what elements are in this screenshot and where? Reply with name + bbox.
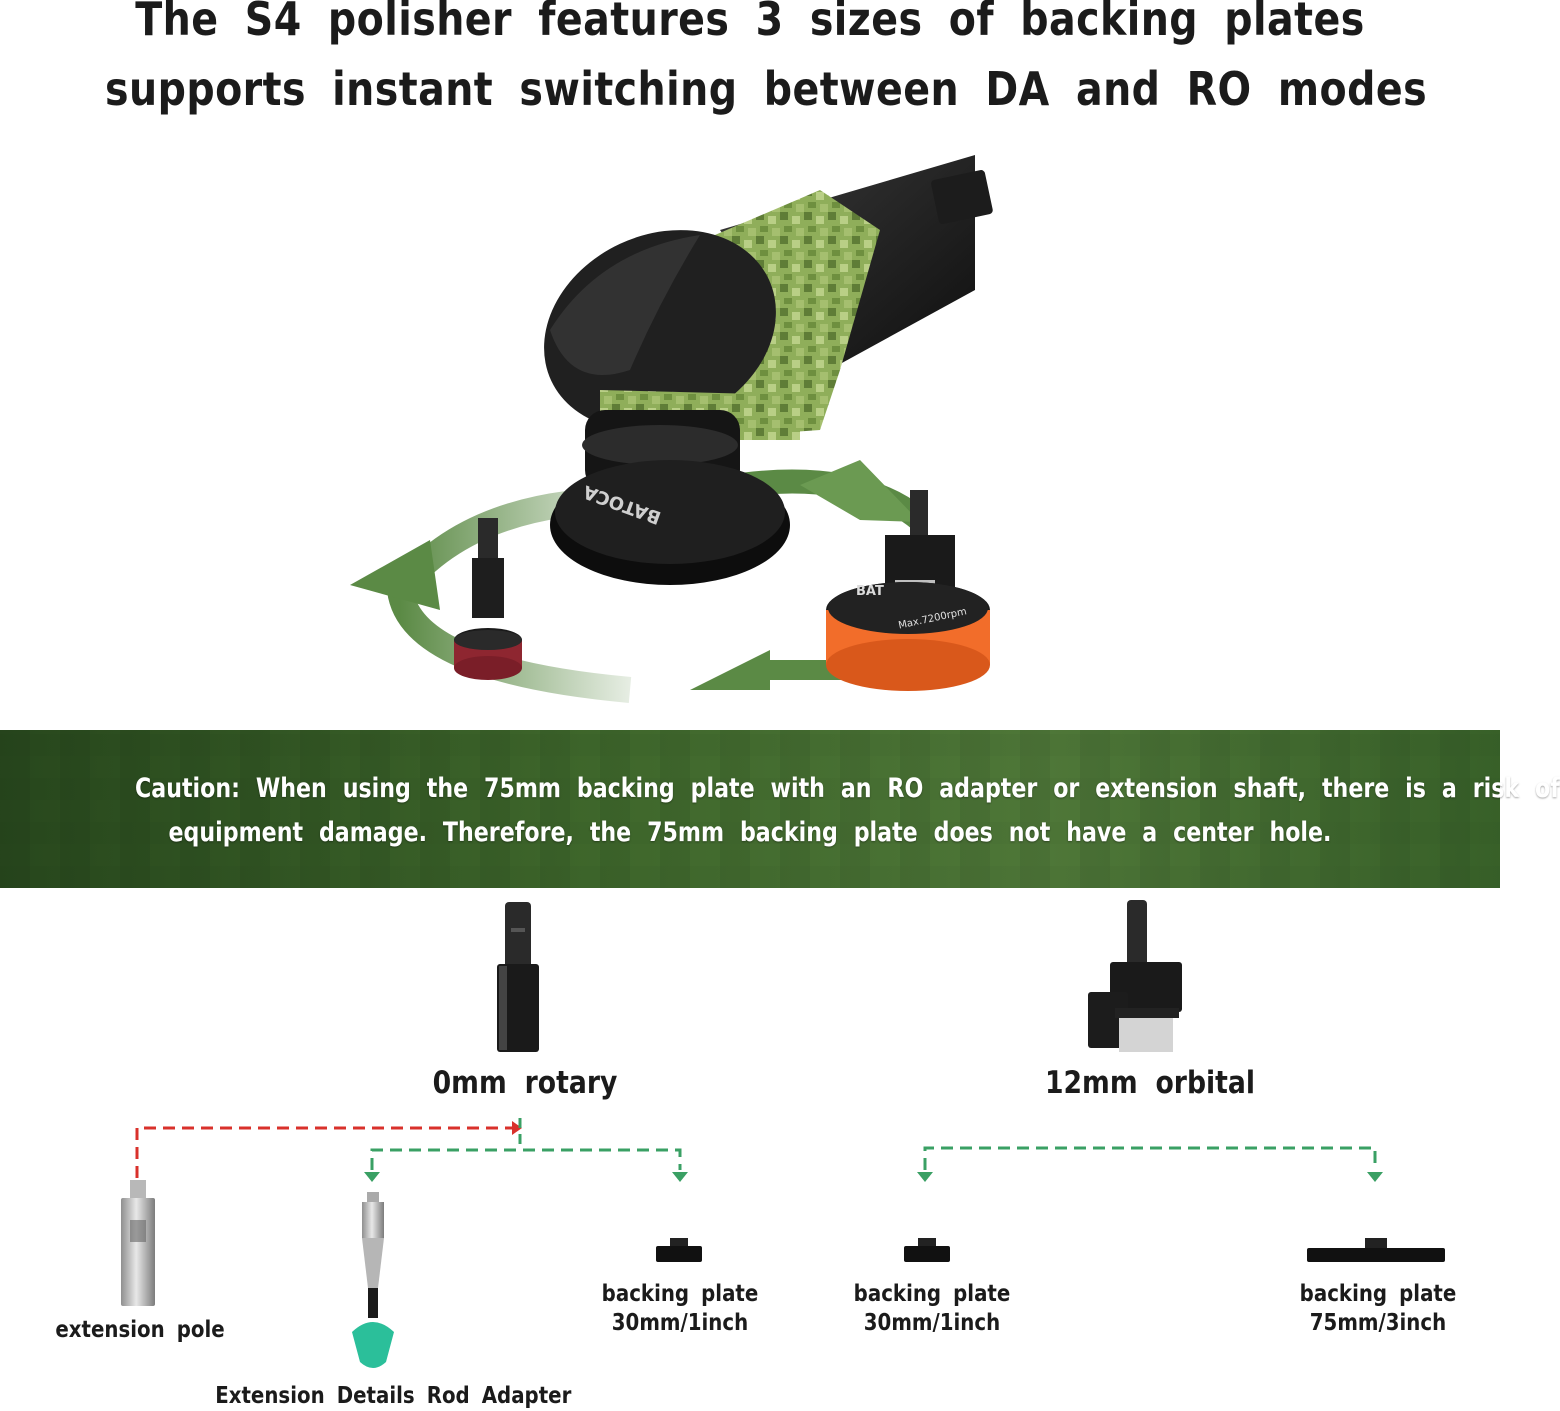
label-plate-75-line1: backing plate [1299, 1281, 1457, 1307]
caution-banner [0, 730, 1500, 888]
arrow-head-bottom [690, 650, 770, 690]
label-plate-30-orbital-line2: 30mm/1inch [863, 1310, 1001, 1336]
label-plate-30-orbital: backing plate 30mm/1inch [846, 1280, 1018, 1338]
label-plate-75: backing plate 75mm/3inch [1292, 1280, 1464, 1338]
small-red-pad [454, 518, 522, 680]
dashed-red-path [135, 1126, 515, 1178]
caution-line-1: Caution: When using the 75mm backing pla… [135, 773, 1560, 804]
mode-label-orbital: 12mm orbital [1044, 1065, 1256, 1101]
caution-line-2: equipment damage. Therefore, the 75mm ba… [168, 817, 1332, 848]
dashed-connectors [135, 1118, 1383, 1182]
label-plate-30-rotary: backing plate 30mm/1inch [594, 1280, 766, 1338]
rotary-adapter-image [497, 902, 539, 1052]
plate-30mm-rotary-image [656, 1238, 702, 1262]
headline-line-1: The S4 polisher features 3 sizes of back… [135, 0, 1365, 46]
plate-30mm-orbital-image [904, 1238, 950, 1262]
label-plate-30-rotary-line2: 30mm/1inch [611, 1310, 749, 1336]
polisher-hero-illustration: BATOCA BAT Max.7200rpm [350, 155, 993, 703]
label-extension-pole: extension pole [55, 1317, 225, 1343]
extension-rod-image [352, 1192, 394, 1368]
power-switch [931, 170, 993, 225]
polisher-body: BATOCA [544, 155, 993, 585]
orange-pad: BAT Max.7200rpm [826, 490, 990, 691]
extension-pole-image [121, 1180, 155, 1306]
orbital-adapter-image [1088, 900, 1182, 1052]
label-extension-rod: Extension Details Rod Adapter [215, 1383, 572, 1409]
arrow-head-left [350, 540, 440, 610]
headline-line-2: supports instant switching between DA an… [105, 62, 1428, 116]
dashed-green-orbital [923, 1146, 1377, 1170]
plate-75mm-image [1307, 1238, 1445, 1262]
mode-label-rotary: 0mm rotary [432, 1065, 618, 1101]
label-plate-30-orbital-line1: backing plate [853, 1281, 1011, 1307]
pad-brand-text: BAT [856, 584, 884, 599]
label-plate-75-line2: 75mm/3inch [1309, 1310, 1447, 1336]
label-plate-30-rotary-line1: backing plate [601, 1281, 759, 1307]
red-arrow-head [512, 1121, 522, 1135]
arrow-head-right [800, 460, 920, 522]
dashed-green-rotary [370, 1148, 682, 1170]
teal-cone [352, 1322, 394, 1368]
